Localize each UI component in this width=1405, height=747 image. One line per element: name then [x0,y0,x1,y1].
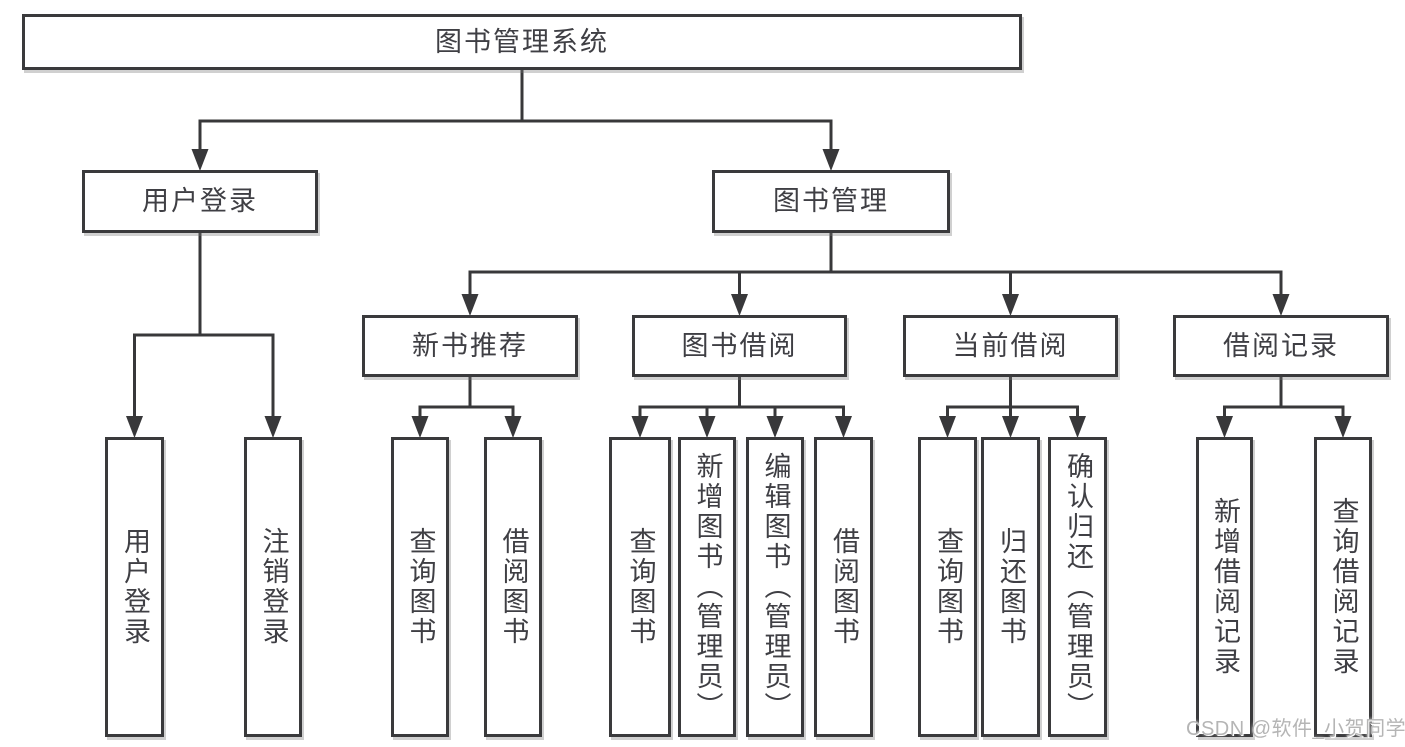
node-leaf-query-books-borrowing: 查询图书 [609,437,671,737]
node-leaf-query-books-recommend: 查询图书 [391,437,449,737]
node-book-management: 图书管理 [712,170,950,233]
node-new-book-recommend: 新书推荐 [362,315,578,377]
node-leaf-borrow-books-recommend: 借阅图书 [484,437,542,737]
node-leaf-add-books: 新增图书（管理员） [678,437,736,737]
node-leaf-borrow-books-borrowing: 借阅图书 [814,437,873,737]
node-current-borrowing: 当前借阅 [903,315,1118,377]
node-leaf-logout: 注销登录 [244,437,302,737]
node-root: 图书管理系统 [22,14,1022,70]
node-leaf-edit-books: 编辑图书（管理员） [746,437,804,737]
node-leaf-add-borrow-record: 新增借阅记录 [1196,437,1253,737]
node-leaf-return-books: 归还图书 [981,437,1040,737]
node-user-login: 用户登录 [82,170,318,233]
watermark: CSDN @软件_小贺同学 [1186,718,1405,740]
node-leaf-query-books-current: 查询图书 [918,437,977,737]
node-leaf-query-borrow-record: 查询借阅记录 [1314,437,1372,737]
node-leaf-confirm-return: 确认归还（管理员） [1048,437,1107,737]
node-borrowing-records: 借阅记录 [1173,315,1389,377]
node-book-borrowing: 图书借阅 [632,315,847,377]
node-leaf-user-login: 用户登录 [105,437,164,737]
